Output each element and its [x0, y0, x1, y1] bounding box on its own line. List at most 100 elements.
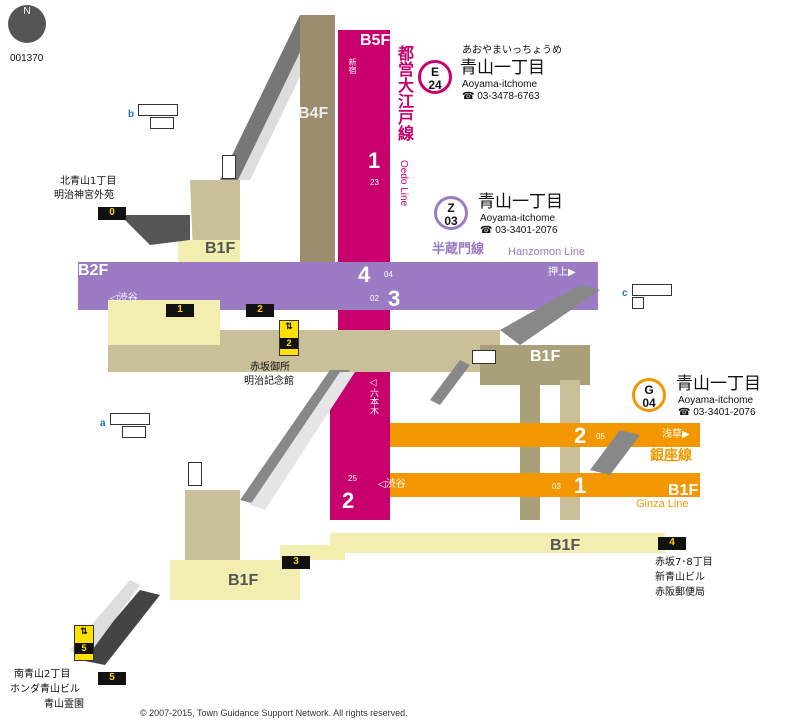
ginza-platform-1-dir: ◁渋谷	[378, 479, 406, 490]
hanzomon-line-label-en: Hanzomon Line	[508, 246, 586, 258]
exit-5-dest-3: 青山霊園	[44, 699, 84, 710]
exit-4-dest-2: 新青山ビル	[655, 572, 705, 583]
station-badge-g04: G 04	[632, 378, 666, 412]
exit-2-elevator-num: 2	[280, 338, 298, 349]
exit5-ramp	[80, 590, 160, 665]
station-badge-z03: Z 03	[434, 196, 468, 230]
ginza-line-label-en: Ginza Line	[636, 498, 689, 510]
facility-c-icons-row2	[632, 297, 644, 309]
facility-c-icons	[632, 284, 672, 296]
facility-c-label: c	[622, 288, 628, 299]
oedo-platform-2: 2	[342, 488, 355, 513]
copyright: © 2007-2015, Town Guidance Support Netwo…	[140, 708, 408, 718]
station-e24-kana: あおやまいっちょうめ	[462, 45, 562, 56]
exit-0-dest-1: 北青山1丁目	[60, 176, 117, 187]
exit-0[interactable]: 0	[98, 207, 126, 220]
station-z03-roman: Aoyama-itchome	[480, 213, 556, 224]
exit-2-elevator[interactable]: ⇅ 2	[279, 320, 299, 356]
floor-b1f-ginza: B1F	[668, 482, 699, 499]
ginza-platform-2-dir: 浅草▶	[662, 429, 690, 440]
exit-1[interactable]: 1	[166, 304, 194, 317]
hz-stair	[430, 360, 470, 405]
ginza-platform-upper	[372, 423, 700, 447]
hanzomon-platform-4: 4	[358, 262, 371, 287]
hanzomon-platform-3: 3	[388, 286, 401, 311]
station-g04-roman: Aoyama-itchome	[678, 395, 754, 406]
exit-3[interactable]: 3	[282, 556, 310, 569]
badge-e24-letter: E	[430, 65, 439, 79]
station-e24-name: 青山一丁目	[460, 58, 545, 78]
facility-a-label: a	[100, 418, 106, 429]
corridor-nw	[220, 15, 320, 180]
hanzomon-platform-4-code: 04	[384, 270, 393, 279]
floor-b4f: B4F	[298, 105, 329, 122]
ginza-platform-2-code: 05	[596, 432, 605, 441]
exit-4[interactable]: 4	[658, 537, 686, 550]
hanzomon-platform-4-dir: 押上▶	[548, 267, 576, 278]
oedo-line-label-en: Oedo Line	[398, 160, 409, 207]
station-e24-roman: Aoyama-itchome	[462, 79, 538, 90]
exit-0-dest-2: 明治神宮外苑	[54, 190, 114, 201]
ginza-line-label-jp: 銀座線	[650, 448, 692, 464]
b1f-east-pillar2	[560, 380, 580, 520]
exit-4-dest-1: 赤坂7･8丁目	[655, 557, 713, 568]
exit-2-dest-1: 赤坂御所	[250, 362, 290, 373]
exit-4-dest-3: 赤阪郵便局	[655, 587, 705, 598]
station-z03-name: 青山一丁目	[478, 192, 563, 212]
exit-5[interactable]: 5	[98, 672, 126, 685]
oedo-platform-lower	[330, 372, 390, 520]
b1f-southwest-area	[185, 490, 240, 570]
exit-5-elevator[interactable]: ⇅ 5	[74, 625, 94, 661]
hanzomon-platform-3-dir: ◁渋谷	[110, 293, 138, 304]
station-g04-phone: ☎ 03-3401-2076	[678, 407, 756, 418]
ginza-platform-1-code: 03	[552, 482, 561, 491]
ginza-platform-lower	[372, 473, 700, 497]
station-badge-e24: E 24	[418, 60, 452, 94]
badge-g04-letter: G	[644, 383, 654, 397]
compass-label: N	[23, 6, 31, 17]
badge-g04-num: 04	[642, 396, 656, 410]
badge-z03-num: 03	[444, 214, 458, 228]
exit-2-dest-2: 明治記念館	[244, 376, 294, 387]
hanzomon-platform-3-code: 02	[370, 294, 379, 303]
floor-b1f-south: B1F	[550, 537, 581, 554]
facility-a-icons-row2	[122, 426, 146, 438]
floor-b1f-north: B1F	[205, 240, 236, 257]
oedo-platform-1-code: 23	[370, 178, 379, 187]
oedo-platform-2-dir: ◁六本木	[368, 378, 378, 415]
ginza-platform-2: 2	[574, 423, 587, 448]
floor-b5f: B5F	[360, 32, 391, 49]
map-id: 001370	[10, 53, 44, 64]
badge-e24-num: 24	[428, 78, 442, 92]
station-g04-name: 青山一丁目	[676, 374, 761, 394]
hanzomon-line-label-jp: 半蔵門線	[432, 242, 485, 257]
facility-a-icons	[110, 413, 150, 425]
b1f-central-light	[108, 300, 220, 345]
oedo-platform-2-code: 25	[348, 474, 357, 483]
exit0-ramp	[120, 215, 190, 245]
floor-b1f-east: B1F	[530, 348, 561, 365]
exit-5-elevator-num: 5	[75, 643, 93, 654]
compass-icon: N	[8, 5, 46, 43]
exit-5-dest-1: 南青山2丁目	[14, 669, 71, 680]
facility-b-icons	[138, 104, 178, 116]
elevator-icon-5: ⇅	[80, 626, 88, 636]
oedo-platform-1: 1	[368, 148, 381, 173]
badge-z03-letter: Z	[447, 201, 455, 215]
facility-b-label: b	[128, 109, 135, 120]
elevator-icon: ⇅	[285, 321, 293, 331]
floor-b1f-southwest: B1F	[228, 572, 259, 589]
corridor-b4f	[300, 15, 335, 265]
toilet-icon	[222, 155, 236, 179]
oedo-line-label-jp: 都営大江戸線	[395, 45, 414, 141]
b1f-south-corridor	[280, 533, 665, 560]
toilet-icon-2	[472, 350, 496, 364]
facility-b-icons-row2	[150, 117, 174, 129]
toilet-icon-3	[188, 462, 202, 486]
oedo-platform-1-dir: 新宿	[348, 58, 357, 74]
corridor-sw-light	[250, 372, 355, 510]
exit-2-stair[interactable]: 2	[246, 304, 274, 317]
station-e24-phone: ☎ 03-3478-6763	[462, 91, 540, 102]
ginza-stair	[590, 430, 640, 475]
